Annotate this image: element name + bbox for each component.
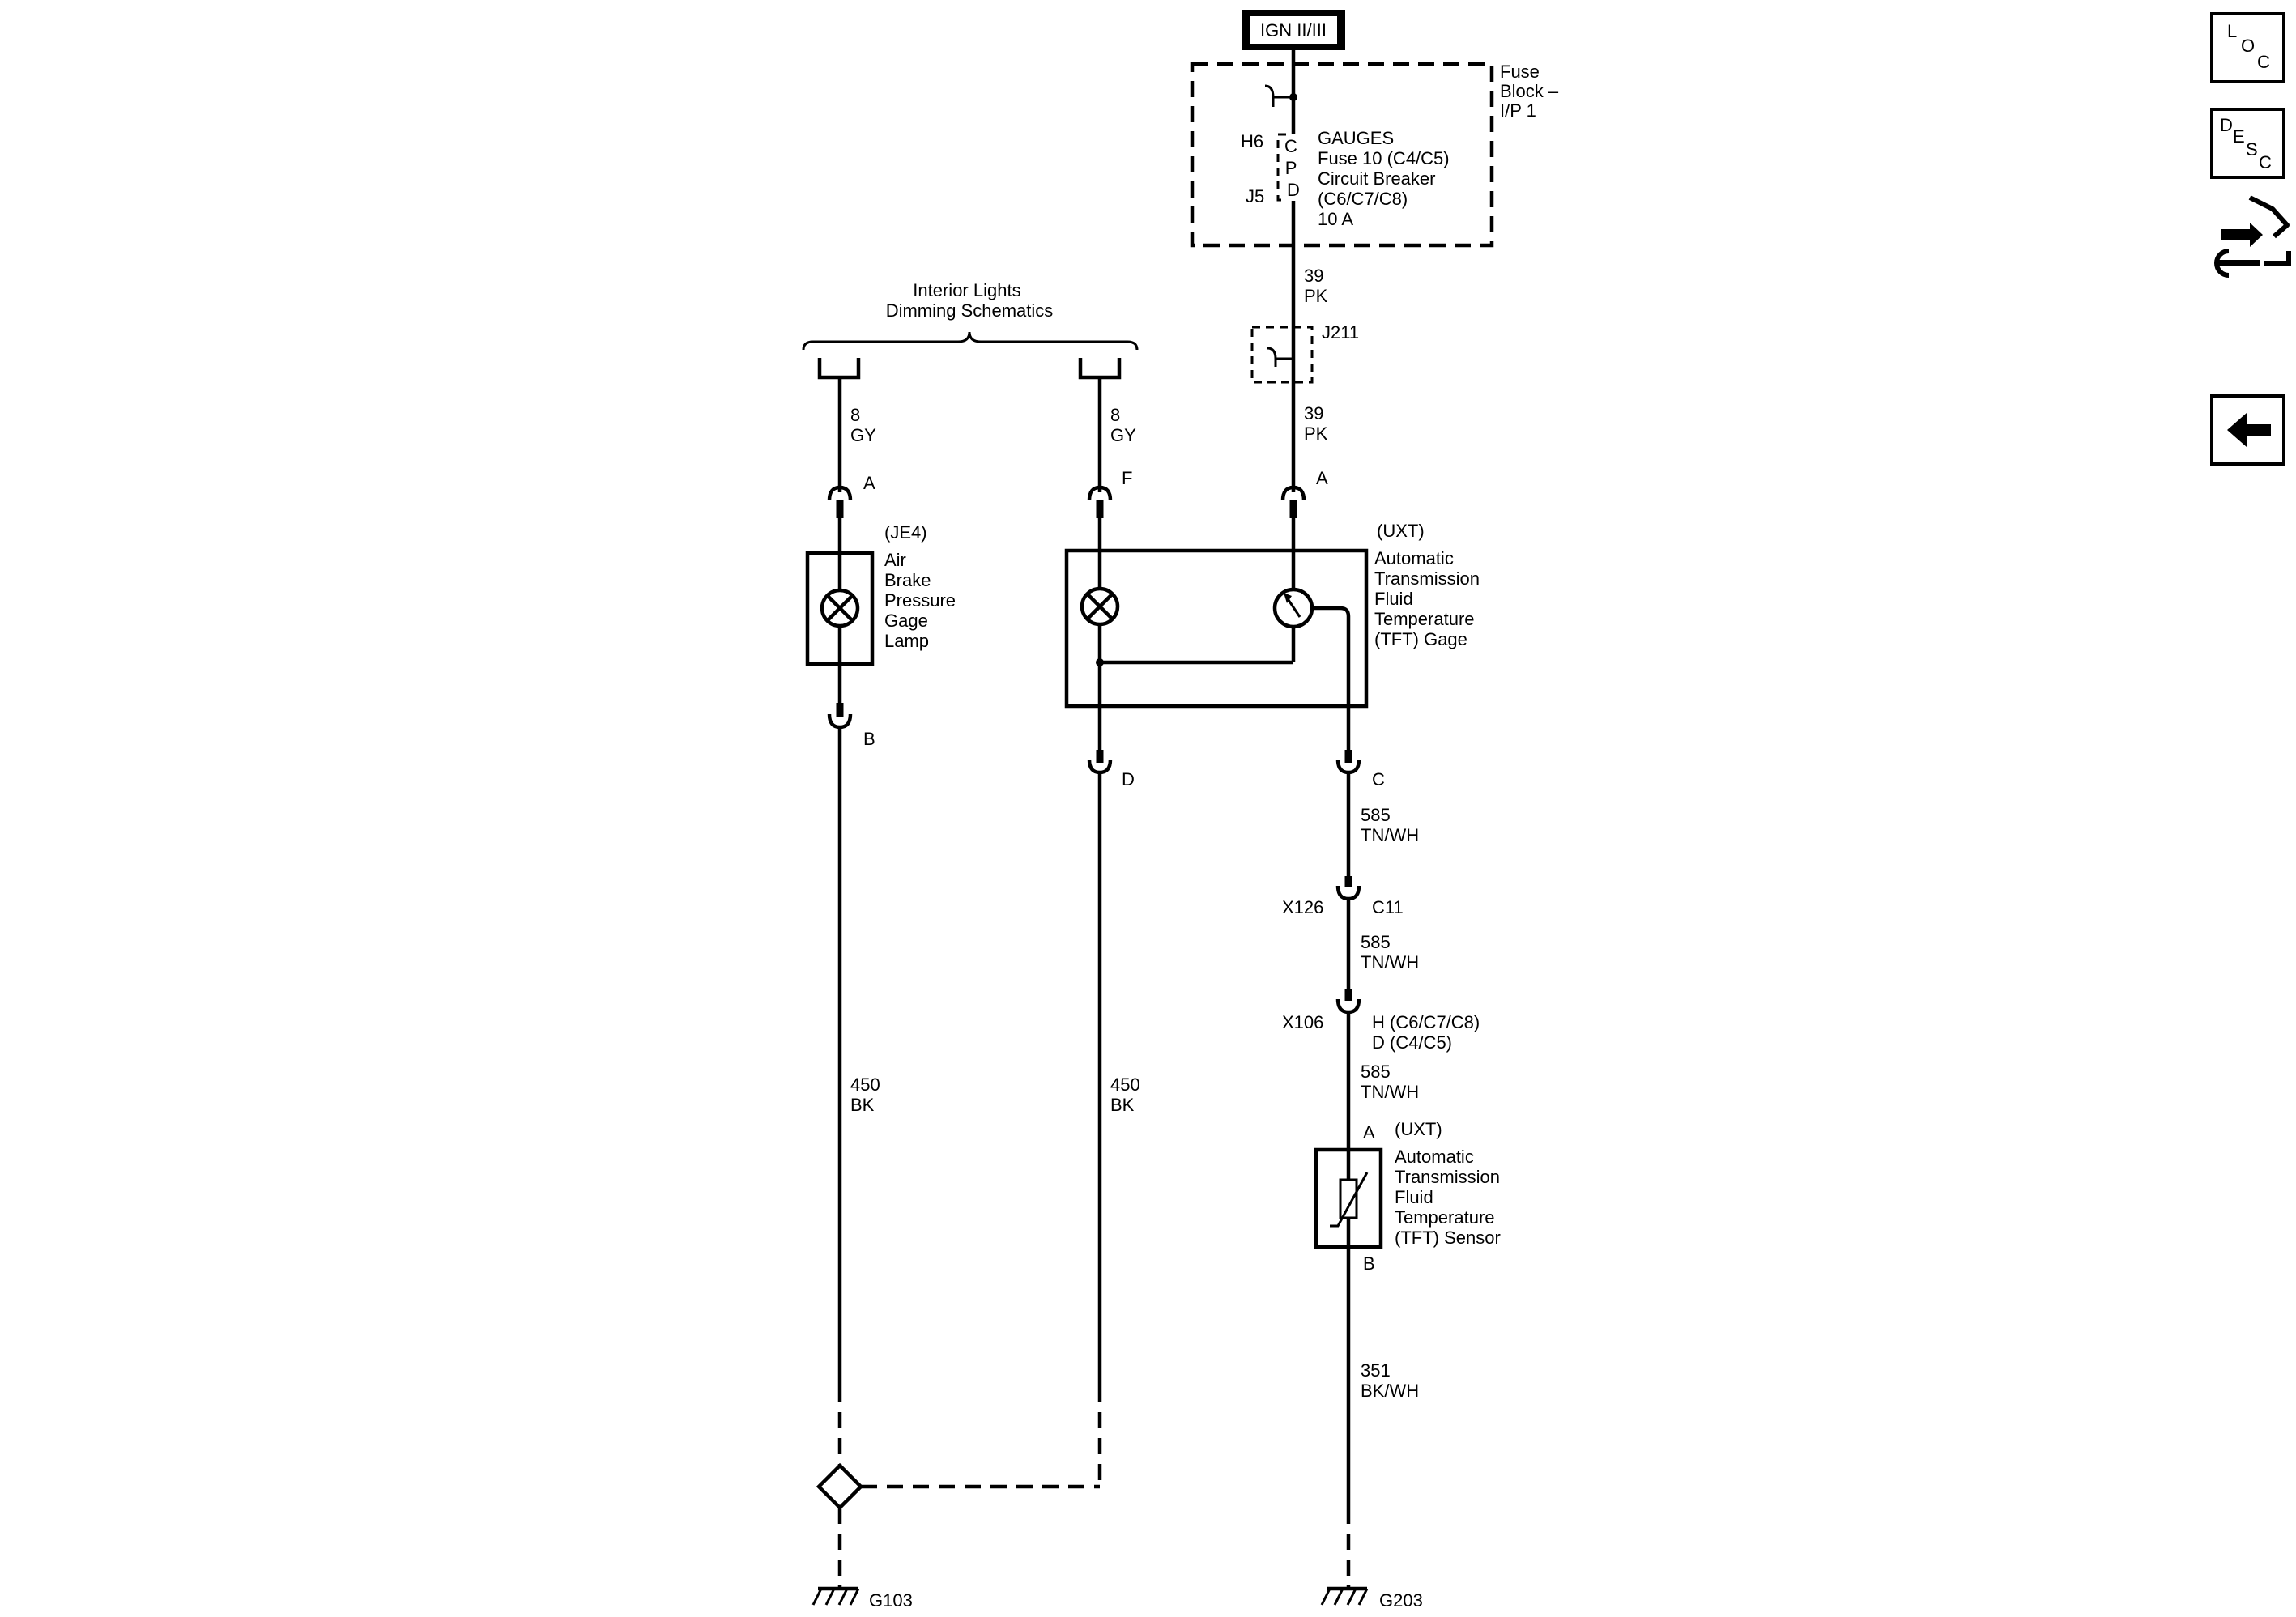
ground-left-label: G103 [869, 1590, 913, 1611]
svg-text:D: D [2220, 115, 2233, 135]
right-branch: C 585 TN/WH X126 C11 585 TN/WH X106 H (C… [1282, 706, 1505, 1611]
wire-label-tn-2: 585 TN/WH [1361, 932, 1419, 972]
thermistor-icon [1330, 1150, 1369, 1247]
pin-lamp-b: B [863, 729, 875, 749]
pin-sensor-b: B [1363, 1253, 1375, 1274]
svg-text:C: C [2259, 152, 2272, 172]
fuse-cpd-letters: C P D [1284, 136, 1302, 200]
connector-x126-pin: C11 [1372, 897, 1404, 917]
fuse-block: Fuse Block – I/P 1 C P D H6 J5 GAUGES Fu… [1190, 50, 1563, 248]
ground-splice-diamond [816, 1462, 864, 1511]
sensor-option: (UXT) [1395, 1119, 1442, 1139]
connector-x106-pins: H (C6/C7/C8) D (C4/C5) [1372, 1012, 1485, 1053]
connector-x106: X106 [1282, 1012, 1323, 1032]
circuit-39-pk: 39 PK J211 39 PK [1250, 245, 1359, 492]
svg-text:C: C [2257, 52, 2270, 72]
dimming-schematics-reference: Interior Lights Dimming Schematics [802, 280, 1139, 380]
left-branch: 8 GY A (JE4) Air Brake Pressure Gage Lam… [805, 377, 1100, 1611]
loc-button[interactable]: L O C [2210, 12, 2285, 83]
gage-lamp-icon [1080, 551, 1120, 706]
fuse-block-label: Fuse Block – I/P 1 [1500, 62, 1563, 121]
pin-gage-d: D [1122, 769, 1135, 789]
wire-label-tn-1: 585 TN/WH [1361, 805, 1419, 845]
fuse-description: GAUGES Fuse 10 (C4/C5) Circuit Breaker (… [1318, 128, 1455, 229]
back-button[interactable] [2210, 394, 2285, 466]
wire-label-bk-right: 450 BK [1110, 1074, 1145, 1115]
wire-label-bkwh: 351 BK/WH [1361, 1360, 1419, 1401]
ground-g203-icon [1320, 1586, 1369, 1606]
wire-label-bk-left: 450 BK [850, 1074, 885, 1115]
svg-text:O: O [2241, 36, 2255, 56]
pin-lamp-a: A [863, 473, 875, 493]
tft-gage-box [1064, 548, 1369, 709]
ground-g103-icon [811, 1586, 860, 1606]
wire-label-tn-3: 585 TN/WH [1361, 1062, 1419, 1102]
pin-gage-a: A [1316, 468, 1328, 488]
center-branch: 8 GY F A (UXT) Autom [1064, 377, 1485, 1487]
fuse-terminal-top: H6 [1241, 131, 1263, 151]
back-arrow-icon [2227, 413, 2271, 447]
connector-repair-icon[interactable] [2214, 195, 2291, 278]
lamp-bulb-icon [820, 553, 860, 664]
lamp-option: (JE4) [884, 522, 927, 543]
gage-name: Automatic Transmission Fluid Temperature… [1374, 548, 1485, 649]
splice-label: J211 [1322, 322, 1359, 343]
pin-gage-c: C [1372, 769, 1385, 789]
pin-gage-f: F [1122, 468, 1132, 488]
fuse-block-outline [1190, 62, 1494, 248]
svg-text:L: L [2227, 21, 2237, 41]
wire-label-gy-right: 8 GY [1110, 405, 1136, 445]
wire-label-pk-lower: 39 PK [1304, 403, 1329, 444]
power-source: IGN II/III [1242, 10, 1345, 50]
connector-x126: X126 [1282, 897, 1323, 917]
wire-label-pk-upper: 39 PK [1304, 266, 1329, 306]
power-source-label: IGN II/III [1260, 20, 1327, 40]
sensor-name: Automatic Transmission Fluid Temperature… [1395, 1147, 1505, 1248]
gage-option: (UXT) [1377, 521, 1425, 541]
svg-text:E: E [2233, 126, 2245, 147]
lamp-name: Air Brake Pressure Gage Lamp [884, 550, 961, 651]
dimming-title: Interior Lights Dimming Schematics [886, 280, 1054, 321]
svg-text:S: S [2246, 139, 2258, 160]
gage-meter-icon [1100, 551, 1351, 706]
wire-label-gy-left: 8 GY [850, 405, 876, 445]
desc-button[interactable]: D E S C [2210, 108, 2285, 179]
splice-j211-outline [1250, 326, 1314, 384]
pin-sensor-a: A [1363, 1122, 1375, 1143]
fuse-terminal-bottom: J5 [1246, 186, 1264, 206]
ground-right-label: G203 [1379, 1590, 1423, 1611]
